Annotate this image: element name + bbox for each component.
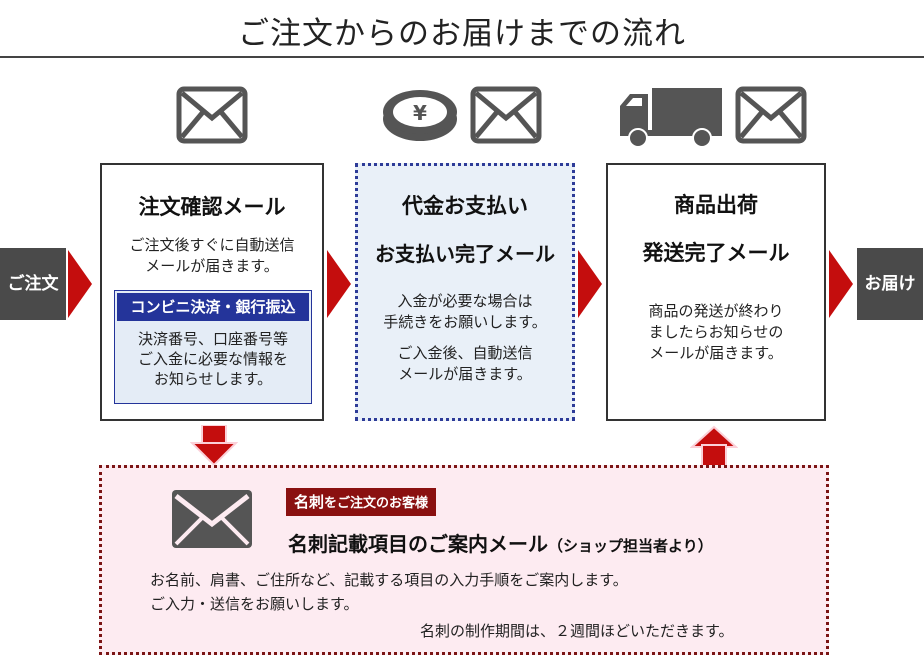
box-text: ご入金後、自動送信 [397,344,533,362]
notice-title-text: 名刺記載項目のご案内メール [288,532,548,556]
order-confirmation-box: 注文確認メール ご注文後すぐに自動送信 メールが届きます。 コンビニ決済・銀行振… [100,163,324,421]
notice-title: 名刺記載項目のご案内メール（ショップ担当者より） [288,528,713,557]
panel-line: ご入金に必要な情報を [137,350,288,368]
svg-text:¥: ¥ [413,101,427,125]
delivery-label: お届け [857,248,923,320]
shipping-box: 商品出荷 発送完了メール 商品の発送が終わり ましたらお知らせの メールが届きま… [606,163,826,421]
box-text: ご注文後すぐに自動送信 [129,236,295,254]
box-text: メールが届きます。 [145,257,279,275]
mail-icon [735,86,807,144]
mail-icon [172,490,252,548]
panel-line: お知らせします。 [153,370,273,388]
notice-title-note: （ショップ担当者より） [548,537,713,555]
arrow-down-icon [190,425,238,467]
page-title: ご注文からのお届けまでの流れ [238,16,686,52]
box-subtitle: 発送完了メール [642,241,790,265]
tag-main-text: 名刺 [294,493,325,511]
tag-sub-text: をご注文のお客様 [324,496,429,511]
box-text: 手続きをお願いします。 [383,313,547,331]
panel-text: 決済番号、口座番号等 ご入金に必要な情報を お知らせします。 [115,329,311,389]
customer-tag: 名刺をご注文のお客様 [286,488,437,516]
mail-icon [176,86,248,144]
mail-icon [470,86,542,144]
box-text: 商品の発送が終わり [648,302,784,320]
payment-info-panel: コンビニ決済・銀行振込 決済番号、口座番号等 ご入金に必要な情報を お知らせしま… [114,290,312,404]
arrow-up-icon [690,425,738,467]
box-text: メールが届きます。 [649,344,783,362]
arrow-right-icon [829,250,853,318]
payment-method-header: コンビニ決済・銀行振込 [117,293,309,321]
arrow-right-icon [578,250,602,318]
box-title: 代金お支払い [402,194,528,218]
title-divider [0,56,924,58]
arrow-right-icon [327,250,351,318]
box-title: 注文確認メール [138,195,286,219]
box-subtitle: お支払い完了メール [375,242,555,266]
box-text: 入金が必要な場合は [397,292,533,310]
production-period-text: 名刺の制作期間は、２週間ほどいただきます。 [420,622,734,640]
box-title: 商品出荷 [674,193,758,217]
arrow-right-icon [68,250,92,318]
panel-line: 決済番号、口座番号等 [137,330,288,348]
truck-icon [620,88,722,148]
notice-line: お名前、肩書、ご住所など、記載する項目の入力手順をご案内します。 [150,571,628,589]
yen-coin-icon: ¥ [383,90,457,141]
notice-line: ご入力・送信をお願いします。 [150,595,359,613]
box-text: ましたらお知らせの [648,323,784,341]
payment-box: 代金お支払い お支払い完了メール 入金が必要な場合は 手続きをお願いします。 ご… [355,163,575,421]
box-text: メールが届きます。 [398,365,532,383]
order-label: ご注文 [0,248,66,320]
